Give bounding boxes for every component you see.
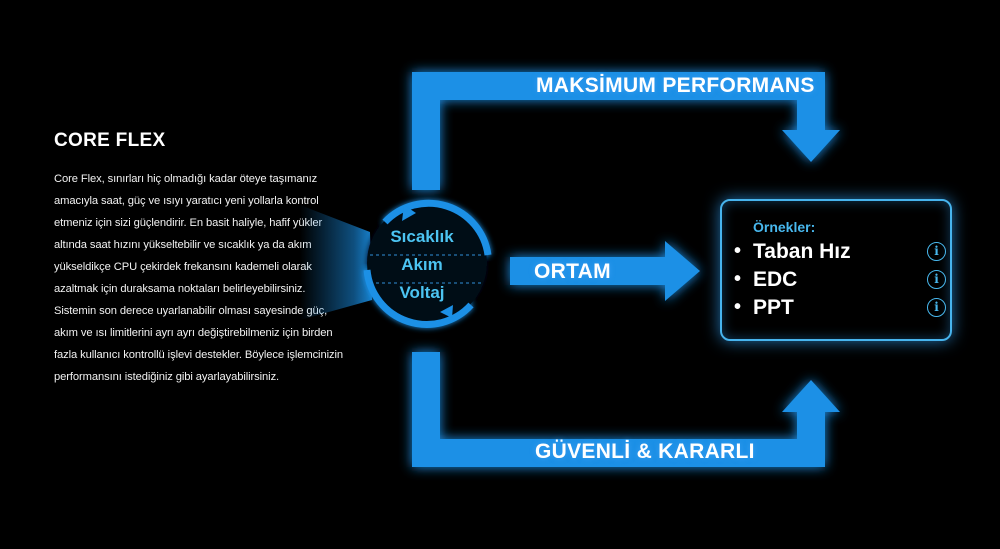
example-label: Taban Hız [753,240,851,263]
circle-label-sicaklik: Sıcaklık [390,227,454,246]
light-beam [300,205,372,320]
bullet: • [734,268,742,290]
info-icon[interactable]: i [927,298,946,317]
example-item-ppt: • PPT i [734,296,946,324]
core-flex-panel: CORE FLEX Core Flex, sınırları hiç olmad… [54,130,344,388]
cycle-circle [363,199,492,328]
bottom-arrow [412,352,840,467]
example-item-edc: • EDC i [734,268,946,296]
info-icon[interactable]: i [927,270,946,289]
circle-label-akim: Akım [401,255,443,274]
middle-arrow [510,241,700,301]
examples-heading: Örnekler: [753,219,816,235]
examples-box: Örnekler: • Taban Hız i • EDC i • PPT i [720,199,952,341]
label-guvenli-kararli: GÜVENLİ & KARARLI [535,440,755,463]
label-max-performance: MAKSİMUM PERFORMANS [536,74,815,97]
label-ortam: ORTAM [534,260,611,283]
top-arrow [412,72,840,190]
example-item-taban-hiz: • Taban Hız i [734,240,946,268]
bullet: • [734,296,742,318]
example-label: PPT [753,296,794,319]
core-flex-description: Core Flex, sınırları hiç olmadığı kadar … [54,173,343,383]
bullet: • [734,240,742,262]
page-title: CORE FLEX [54,130,166,151]
info-icon[interactable]: i [927,242,946,261]
circle-label-voltaj: Voltaj [399,283,445,302]
example-label: EDC [753,268,798,291]
